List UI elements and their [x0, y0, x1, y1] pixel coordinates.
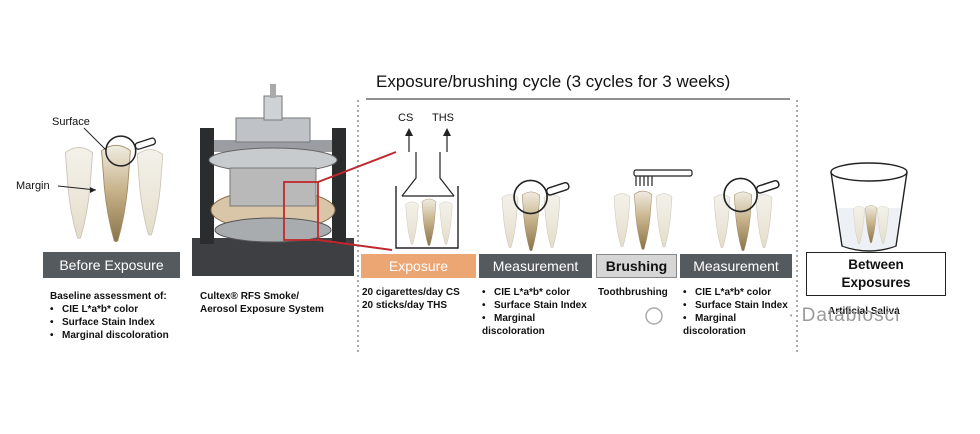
artificial-saliva-text: Artificial Saliva: [828, 306, 900, 317]
exposure-label: Exposure: [361, 254, 476, 278]
watermark-text: · Databiosci: [788, 305, 901, 326]
saliva-glass-illustration: [830, 162, 908, 252]
exposure-chamber-illustration: [395, 128, 459, 249]
baseline-heading: Baseline assessment of:: [50, 291, 167, 302]
before-exposure-text: Baseline assessment of: CIE L*a*b* color…: [50, 290, 200, 342]
list-item: Surface Stain Index: [683, 299, 798, 312]
surface-annotation: Surface: [52, 116, 90, 128]
surface-pointer: [83, 127, 107, 151]
measurement2-teeth-illustration: [713, 177, 781, 251]
list-item: Surface Stain Index: [50, 316, 200, 329]
list-item: CIE L*a*b* color: [482, 286, 597, 299]
list-item: Marginal discoloration: [482, 312, 597, 338]
toothbrush-icon: [633, 169, 693, 177]
cultex-machine-illustration: [192, 84, 354, 276]
before-teeth-illustration: [57, 127, 164, 243]
measurement1-label: Measurement: [479, 254, 592, 278]
cultex-line-2: Aerosol Exposure System: [200, 304, 324, 315]
brushing-label: Brushing: [596, 254, 677, 278]
list-item: CIE L*a*b* color: [683, 286, 798, 299]
before-exposure-label: Before Exposure: [43, 252, 180, 278]
margin-annotation: Margin: [16, 180, 50, 192]
measurement1-text: CIE L*a*b* color Surface Stain Index Mar…: [482, 286, 597, 338]
cycle-title: Exposure/brushing cycle (3 cycles for 3 …: [376, 72, 731, 91]
measurement1-teeth-illustration: [501, 179, 571, 251]
callout-line-top: [317, 151, 397, 183]
list-item: CIE L*a*b* color: [50, 303, 200, 316]
margin-pointer: [57, 185, 97, 191]
list-item: Marginal discoloration: [683, 312, 798, 338]
list-item: Surface Stain Index: [482, 299, 597, 312]
exposure-text: 20 cigarettes/day CS 20 sticks/day THS: [362, 286, 492, 312]
between-line-1: Between: [848, 257, 904, 272]
cs-annotation: CS: [398, 112, 414, 124]
measurement2-text: CIE L*a*b* color Surface Stain Index Mar…: [683, 286, 798, 338]
watermark-icon: [645, 307, 663, 325]
cultex-system-text: Cultex® RFS Smoke/ Aerosol Exposure Syst…: [200, 290, 350, 316]
exposure-line-ths: 20 sticks/day THS: [362, 300, 448, 311]
exposure-line-cs: 20 cigarettes/day CS: [362, 287, 460, 298]
between-exposures-label: Between Exposures: [806, 252, 946, 296]
ths-annotation: THS: [432, 112, 454, 124]
callout-line-bottom: [317, 239, 393, 251]
list-item: Marginal discoloration: [50, 329, 200, 342]
cultex-line-1: Cultex® RFS Smoke/: [200, 291, 300, 302]
measurement2-label: Measurement: [680, 254, 792, 278]
brushing-text: Toothbrushing: [598, 287, 668, 298]
zoom-callout-box: [283, 181, 319, 241]
brushing-teeth-illustration: [613, 169, 693, 250]
between-line-2: Exposures: [841, 275, 911, 290]
